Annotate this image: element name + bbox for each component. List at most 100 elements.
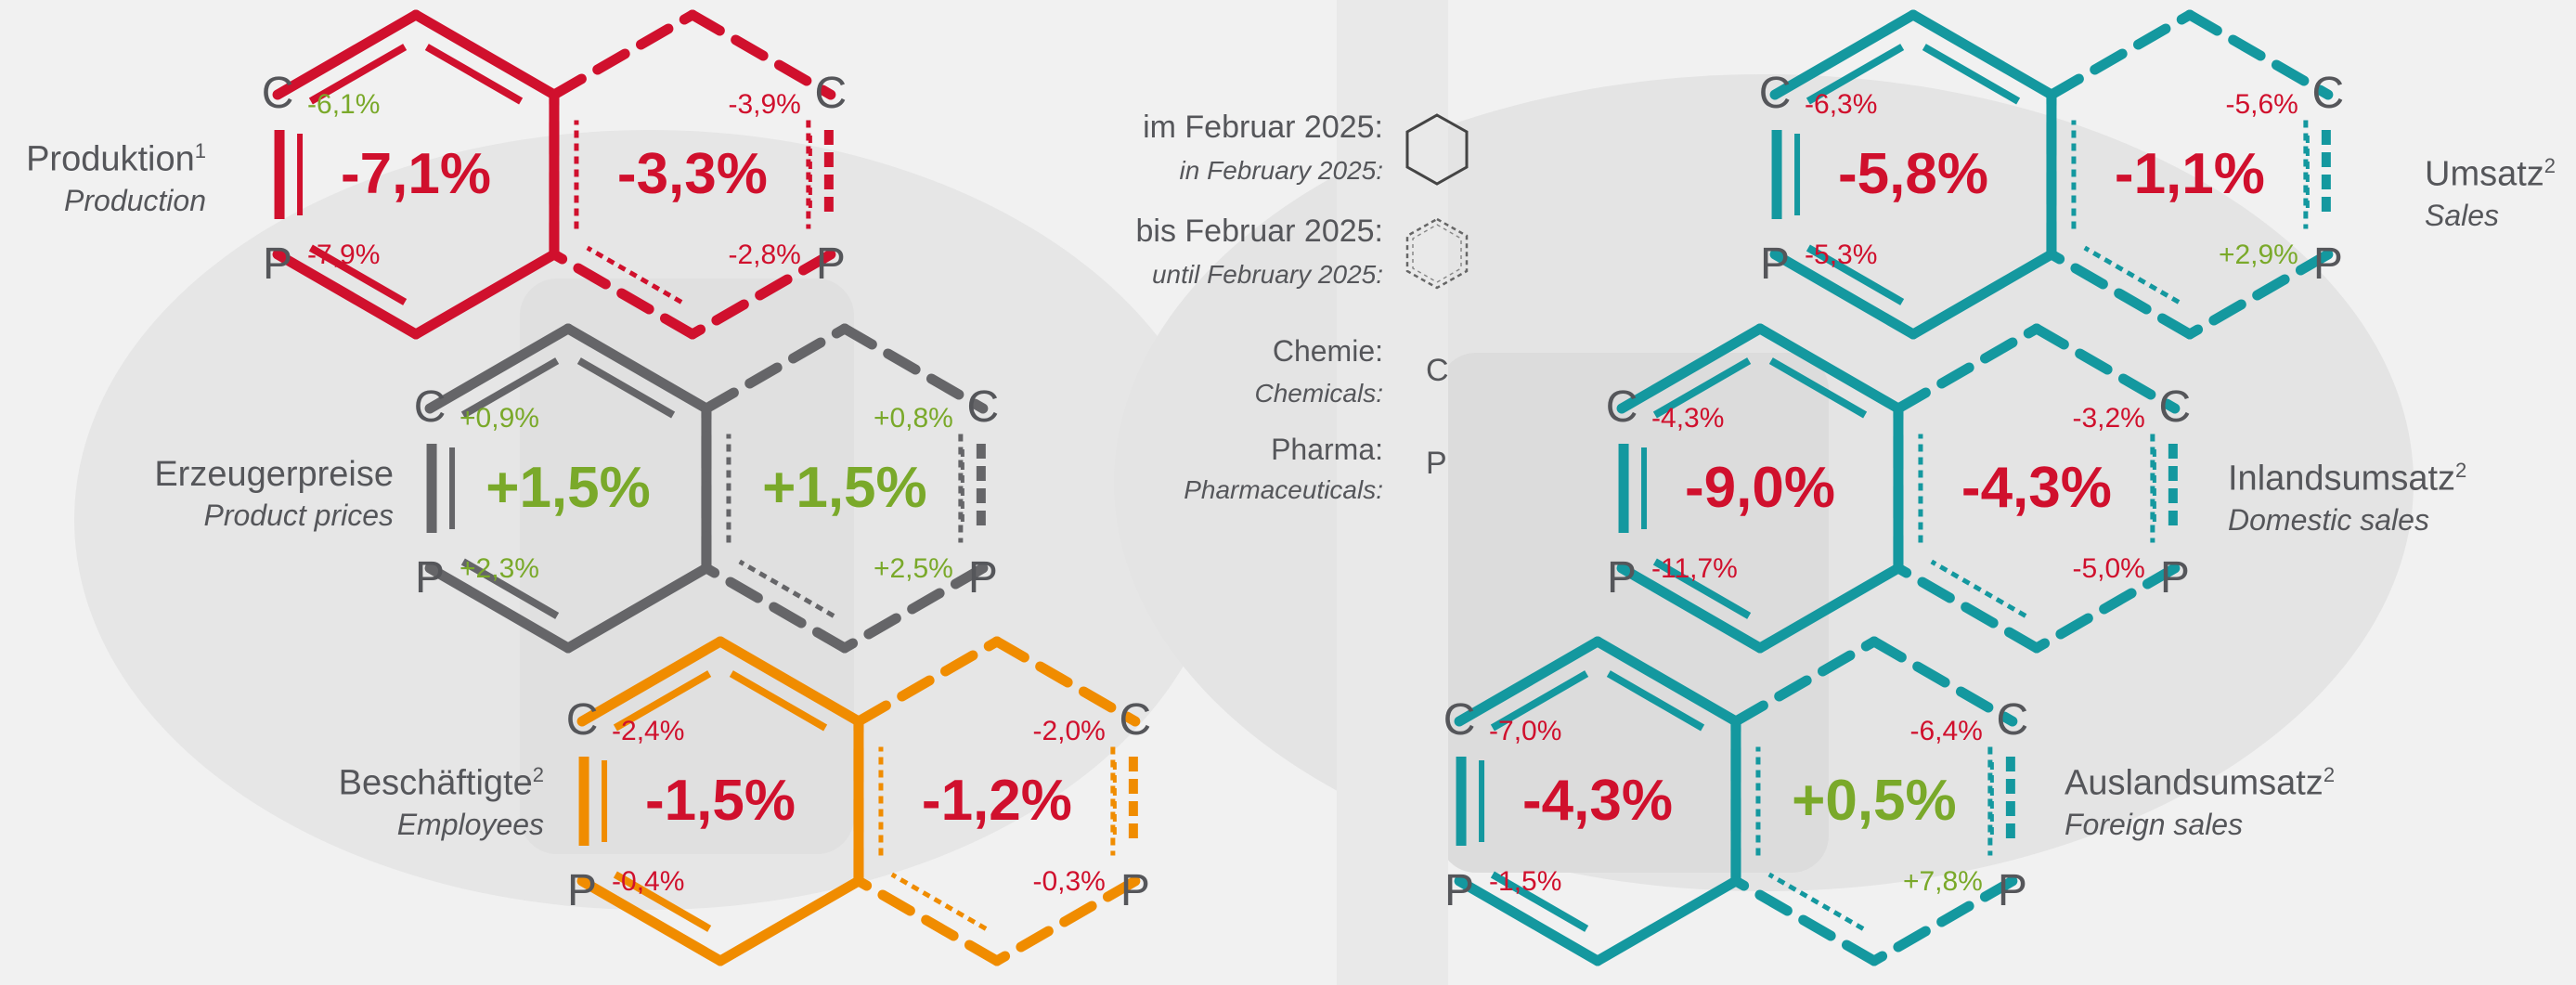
chem-letter: C <box>2159 382 2192 432</box>
label-employees: Beschäftigte2 Employees <box>0 763 544 842</box>
pharma-letter: P <box>415 553 445 603</box>
pharma-letter: P <box>1120 866 1150 915</box>
hex-feb-sales-inner-bond <box>1922 44 2021 105</box>
hex-feb-employees-inner-bond <box>729 670 828 732</box>
label-employees-en: Employees <box>396 807 544 841</box>
label-production: Produktion1 Production <box>0 139 206 218</box>
ytd-chem-foreign: -6,4% <box>1909 716 1982 746</box>
hex-feb-production-inner-bond <box>424 44 524 105</box>
hex-feb-employees-edge <box>576 636 726 727</box>
footnote-2: 2 <box>2455 459 2467 482</box>
pharma-letter: P <box>263 240 292 289</box>
legend-dashed-hexagon-icon <box>1405 217 1469 290</box>
hex-feb-sales-edge <box>1769 9 1919 100</box>
hex-feb-sales-edge <box>1769 249 1919 340</box>
hex-ytd-prices-edge <box>701 323 850 414</box>
hex-feb-prices-edge <box>563 563 712 654</box>
hex-feb-prices-edge <box>424 323 574 414</box>
feb-pharma-foreign: -1,5% <box>1489 866 1561 897</box>
hex-feb-foreign-edge <box>1454 875 1603 966</box>
legend-until-en: until February 2025: <box>1151 260 1383 289</box>
pharma-letter: P <box>816 240 846 289</box>
hex-ytd-domestic-edge <box>2031 323 2181 414</box>
feb-pharma-sales: -5,3% <box>1805 240 1877 270</box>
hex-feb-foreign-edge <box>1592 875 1741 966</box>
hex-ytd-prices-edge <box>701 563 850 654</box>
hex-ytd-prices-inner-bond <box>738 559 835 618</box>
hex-ytd-employees-edge <box>853 875 1003 966</box>
legend-until-de: bis Februar 2025: <box>1135 214 1384 249</box>
legend-hex-icons <box>1405 113 1469 290</box>
hex-ytd-production-edge <box>549 249 698 340</box>
hex-feb-domestic-edge <box>1754 323 1904 414</box>
pharma-letter: P <box>2160 553 2190 603</box>
hex-ytd-employees-edge <box>853 636 1003 727</box>
hex-feb-prices-edge <box>424 563 574 654</box>
label-sales-en: Sales <box>2425 198 2500 232</box>
label-employees-de: Beschäftigte <box>338 763 533 803</box>
label-prices: Erzeugerpreise Product prices <box>0 455 394 533</box>
feb-total-sales: -5,8% <box>1838 142 1988 206</box>
chem-letter: C <box>815 69 848 118</box>
legend-pharma-en: Pharmaceuticals: <box>1184 475 1383 504</box>
hex-ytd-domestic-inner-bond <box>1930 559 2027 618</box>
hex-ytd-production-edge <box>549 9 698 100</box>
hex-feb-foreign-inner-bond <box>1490 670 1589 732</box>
hex-feb-foreign-inner-bond <box>1490 871 1589 932</box>
feb-chem-production: -6,1% <box>307 89 380 120</box>
pharma-letter: P <box>1444 866 1474 915</box>
chem-letter: C <box>414 382 447 432</box>
hex-feb-sales-inner-bond <box>1806 44 1905 105</box>
footnote-2: 2 <box>532 763 544 786</box>
ytd-total-prices: +1,5% <box>762 456 927 520</box>
label-foreign-de: Auslandsumsatz <box>2065 763 2324 803</box>
legend-pharma-letter: P <box>1426 446 1447 481</box>
ytd-chem-domestic: -3,2% <box>2072 403 2144 434</box>
label-domestic: Inlandsumsatz2 Domestic sales <box>2228 459 2576 538</box>
hex-feb-production-edge <box>272 9 421 100</box>
hex-ytd-foreign-edge <box>1869 875 2018 966</box>
legend-feb-en: in February 2025: <box>1179 156 1383 185</box>
hex-feb-domestic-inner-bond <box>1768 357 1868 419</box>
feb-chem-employees: -2,4% <box>612 716 684 746</box>
hex-ytd-domestic-edge <box>2031 563 2181 654</box>
chem-letter: C <box>1120 695 1152 745</box>
hex-feb-employees-edge <box>715 875 864 966</box>
chem-letter: C <box>2312 69 2345 118</box>
hex-feb-sales-edge <box>1908 9 2057 100</box>
ytd-pharma-foreign: +7,8% <box>1903 866 1983 897</box>
footnote-2: 2 <box>2323 763 2336 786</box>
hex-ytd-employees-edge <box>991 636 1141 727</box>
hex-ytd-foreign-inner-bond <box>1767 872 1865 931</box>
legend-solid-hexagon-icon <box>1405 113 1469 186</box>
hex-feb-domestic-edge <box>1616 323 1766 414</box>
hex-feb-production-inner-bond <box>308 244 408 305</box>
hex-ytd-employees-edge <box>991 875 1141 966</box>
hex-feb-prices-edge <box>563 323 712 414</box>
hex-ytd-domestic-edge <box>1893 563 2042 654</box>
hex-ytd-employees-inner-bond <box>890 872 988 931</box>
feb-pharma-domestic: -11,7% <box>1651 553 1738 584</box>
ytd-chem-employees: -2,0% <box>1032 716 1105 746</box>
pharma-letter: P <box>1760 240 1790 289</box>
hex-feb-production-edge <box>272 249 421 340</box>
chem-letter: C <box>262 69 294 118</box>
feb-chem-domestic: -4,3% <box>1651 403 1724 434</box>
chem-letter: C <box>1606 382 1638 432</box>
footnote-1: 1 <box>194 139 206 162</box>
hex-feb-production-inner-bond <box>308 44 408 105</box>
hex-feb-sales-edge <box>1908 249 2057 340</box>
ytd-total-sales: -1,1% <box>2115 142 2265 206</box>
label-prices-en: Product prices <box>203 499 394 532</box>
hex-ytd-sales-edge <box>2046 249 2195 340</box>
feb-total-prices: +1,5% <box>485 456 651 520</box>
pharma-letter: P <box>968 553 998 603</box>
pharma-letter: P <box>1998 866 2027 915</box>
feb-total-production: -7,1% <box>341 142 491 206</box>
legend-chem-de: Chemie: <box>1272 334 1383 368</box>
